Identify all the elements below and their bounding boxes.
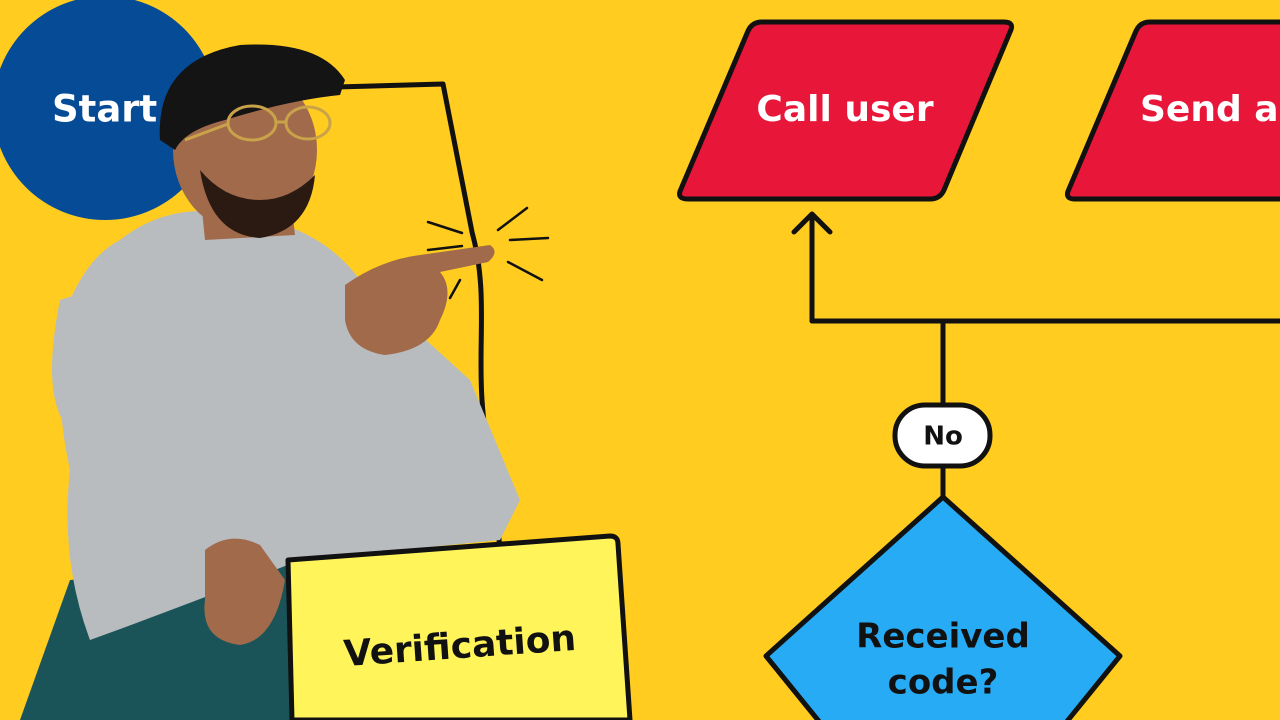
decision-node: Received code? xyxy=(763,494,1123,720)
call-user-node: Call user xyxy=(677,19,1014,202)
call-user-shape xyxy=(677,19,1014,202)
send-action-node: Send ac xyxy=(1065,19,1280,202)
presenter-figure-icon xyxy=(20,44,520,720)
presenter-lower-hand xyxy=(204,538,285,645)
send-action-shape xyxy=(1065,19,1280,202)
arrow-up-icon xyxy=(791,211,833,235)
call-user-label: Call user xyxy=(756,89,933,130)
verification-note-shape xyxy=(285,533,633,720)
pointing-sparkle-icon xyxy=(426,206,550,300)
presenter-arm xyxy=(52,285,420,430)
decision-label-line1: Received xyxy=(856,617,1030,657)
start-circle xyxy=(0,0,217,220)
start-node: Start xyxy=(0,0,217,220)
presenter-beard xyxy=(200,170,315,238)
decision-label-line2: code? xyxy=(888,663,999,703)
no-pill xyxy=(892,402,993,469)
presenter-cap xyxy=(159,44,345,150)
presenter-glasses xyxy=(184,104,332,142)
send-action-label: Send ac xyxy=(1140,89,1280,130)
no-edge-label: No xyxy=(892,402,993,469)
decision-diamond-shape xyxy=(763,494,1123,720)
start-label: Start xyxy=(52,88,157,131)
no-label: No xyxy=(923,422,963,452)
presenter-hand xyxy=(345,245,495,355)
verification-node: Verification xyxy=(285,533,633,720)
